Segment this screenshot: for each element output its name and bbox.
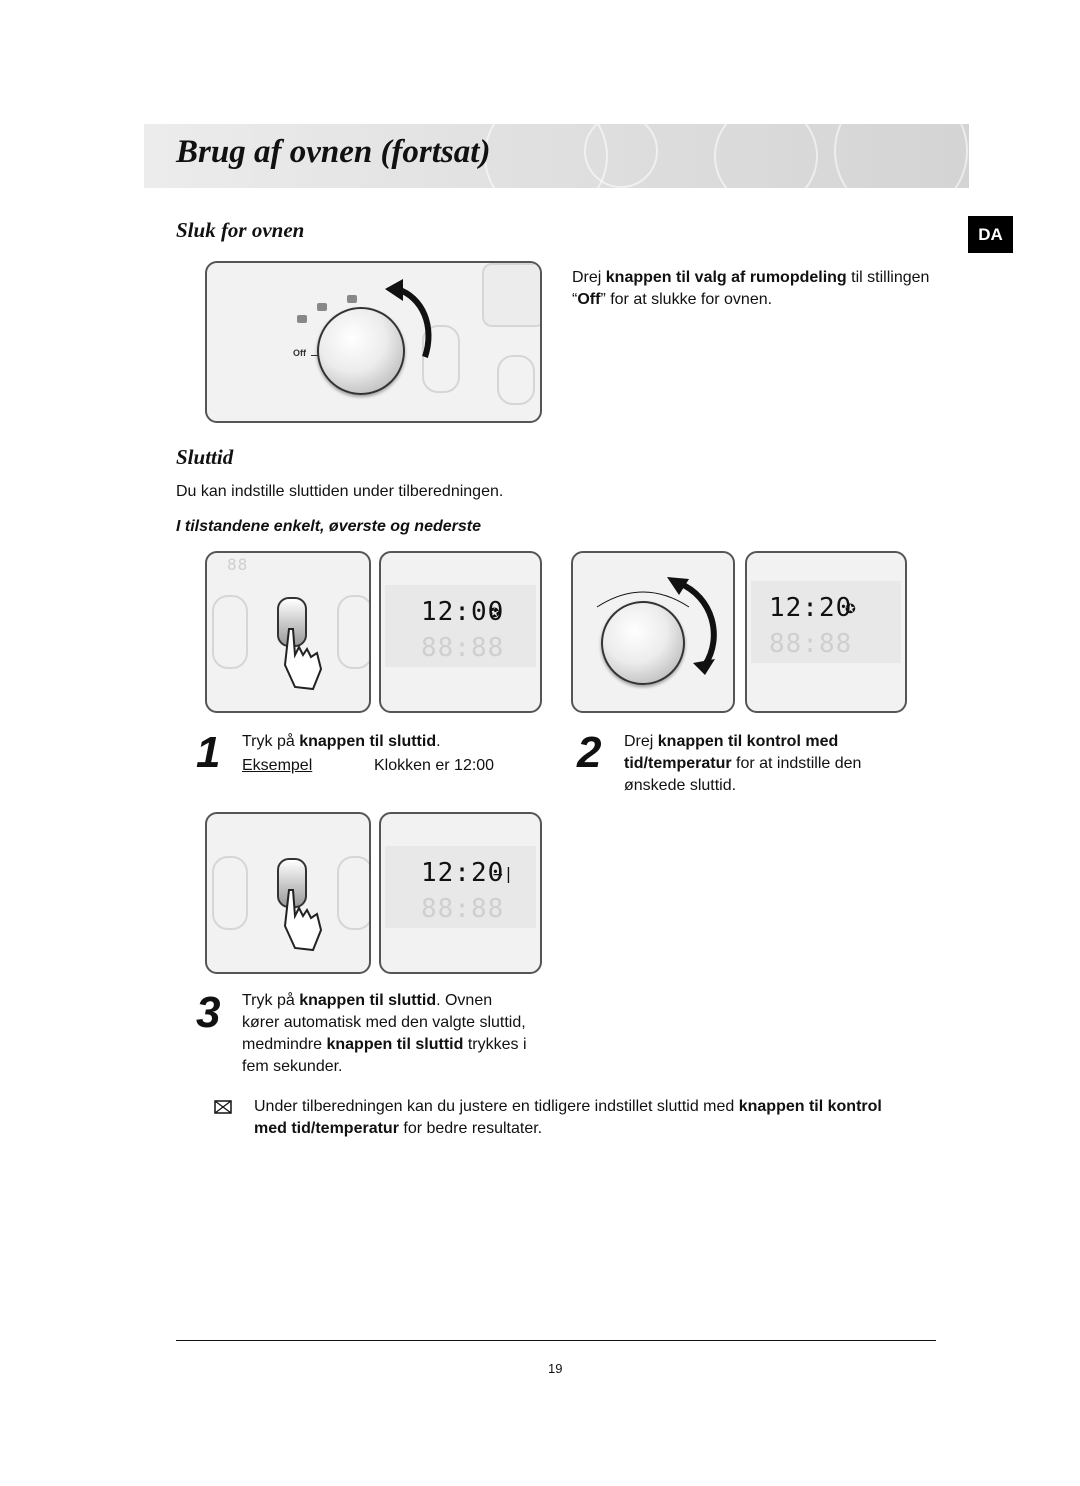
lcd-area: 12:20 ✪ 88:88 xyxy=(751,581,901,663)
step1-instruction: Tryk på knappen til sluttid. xyxy=(242,733,441,750)
footer-rule xyxy=(176,1340,936,1341)
lcd-time: 12:20 xyxy=(769,593,853,623)
control-panel-illustration: Off xyxy=(205,261,542,423)
lcd-dim: 88:88 xyxy=(421,894,505,924)
rotate-arrow-icon xyxy=(385,279,432,358)
compartment-selector-knob xyxy=(317,307,405,395)
mode-icons xyxy=(297,293,407,323)
lcd-dim: 88:88 xyxy=(769,629,853,659)
hand-pointer-icon xyxy=(283,628,323,691)
sluttid-intro: Du kan indstille sluttiden under tilbere… xyxy=(176,483,504,500)
step2-instruction: Drej knappen til kontrol med tid/tempera… xyxy=(624,733,862,794)
lcd-time: 12:00 xyxy=(421,597,505,627)
blink-icon: ✪ xyxy=(845,597,857,618)
note-icon xyxy=(214,1100,232,1114)
example-label: Eksempel xyxy=(242,757,313,774)
faint-button xyxy=(422,325,460,393)
off-tick xyxy=(311,355,319,356)
step-number: 1 xyxy=(196,728,221,777)
faint-button xyxy=(337,856,369,930)
lcd-time: 12:20 xyxy=(421,858,505,888)
hand-pointer-icon xyxy=(283,889,323,952)
end-time-button-press-illustration xyxy=(205,812,371,974)
decor-circle xyxy=(834,124,968,188)
note-text: Under tilberedningen kan du justere en t… xyxy=(254,1098,882,1137)
section-heading-sluk: Sluk for ovnen xyxy=(176,218,305,242)
example-value: Klokken er 12:00 xyxy=(374,757,495,774)
rotate-arrow-icon xyxy=(596,577,717,675)
language-tab: DA xyxy=(968,216,1013,253)
decor-circle xyxy=(584,124,658,188)
display-illustration-1: 12:00 ✪ 88:88 xyxy=(379,551,542,713)
page-title: Brug af ovnen (fortsat) xyxy=(176,134,491,170)
end-time-button-press-illustration: 88 xyxy=(205,551,371,713)
section-heading-sluttid: Sluttid xyxy=(176,445,234,469)
faint-button xyxy=(337,595,369,669)
knob-turn-illustration xyxy=(571,551,735,713)
header-band: Brug af ovnen (fortsat) xyxy=(144,124,969,188)
step-number: 2 xyxy=(577,728,602,777)
lcd-area: 12:00 ✪ 88:88 xyxy=(385,585,536,667)
instruction-off: Drej knappen til valg af rumopdeling til… xyxy=(572,269,930,308)
sluttid-subheading: I tilstandene enkelt, øverste og nederst… xyxy=(176,518,481,535)
display-illustration-2: 12:20 ✪ 88:88 xyxy=(745,551,907,713)
off-label: Off xyxy=(293,348,306,358)
decor-circle xyxy=(714,124,818,188)
time-temp-knob xyxy=(601,601,685,685)
step-number: 3 xyxy=(196,988,221,1037)
page-number: 19 xyxy=(548,1361,563,1376)
blink-icon: ✪ xyxy=(489,601,501,622)
faint-display: 88 xyxy=(227,555,249,574)
lcd-area: 12:20 →| 88:88 xyxy=(385,846,536,928)
end-time-indicator-icon: →| xyxy=(493,864,515,883)
faint-button xyxy=(212,856,248,930)
lcd-dim: 88:88 xyxy=(421,633,505,663)
faint-button xyxy=(497,355,535,405)
faint-display xyxy=(482,263,540,327)
display-illustration-3: 12:20 →| 88:88 xyxy=(379,812,542,974)
faint-button xyxy=(212,595,248,669)
step3-instruction: Tryk på knappen til sluttid. Ovnen kører… xyxy=(242,992,527,1075)
